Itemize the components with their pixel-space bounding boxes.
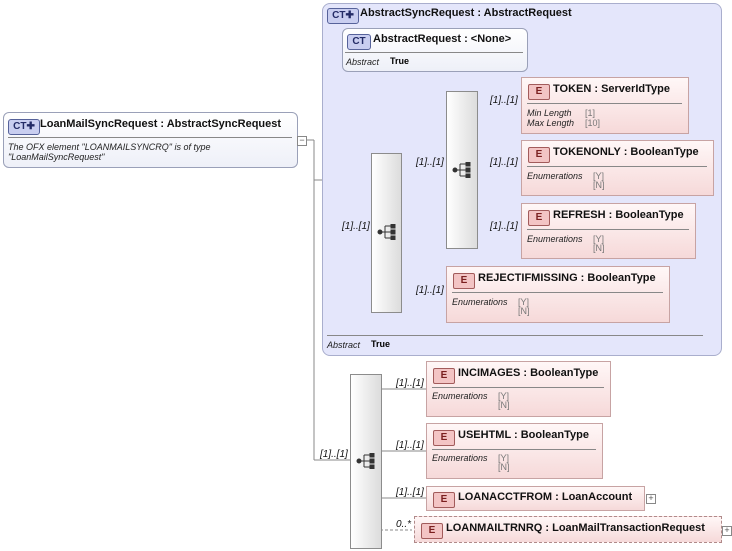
enumerations-label: Enumerations <box>452 297 508 307</box>
refresh-title: REFRESH : BooleanType <box>553 209 684 221</box>
enumerations-label: Enumerations <box>527 171 583 181</box>
max-length-value: [10] <box>585 118 601 128</box>
enum-value-y: [Y] <box>593 171 605 181</box>
usehtml-cardinality: [1]..[1] <box>396 440 424 451</box>
enum-value-n: [N] <box>498 400 510 410</box>
refresh-cardinality: [1]..[1] <box>490 221 518 232</box>
sequence-icon <box>356 453 375 469</box>
enum-value-y: [Y] <box>498 391 510 401</box>
loanmailtrnrq-element[interactable]: E LOANMAILTRNRQ : LoanMailTransactionReq… <box>414 516 722 543</box>
enumerations-label: Enumerations <box>527 234 583 244</box>
divider <box>527 166 707 167</box>
token-title: TOKEN : ServerIdType <box>553 83 670 95</box>
element-icon: E <box>453 273 475 289</box>
element-icon: E <box>433 368 455 384</box>
element-icon: E <box>528 84 550 100</box>
enum-value-y: [Y] <box>593 234 605 244</box>
element-icon: E <box>528 210 550 226</box>
loanmailtrnrq-cardinality: 0..* <box>396 519 412 530</box>
token-cardinality: [1]..[1] <box>490 95 518 106</box>
rejectifmissing-title: REJECTIFMISSING : BooleanType <box>478 272 656 284</box>
rejectifmissing-cardinality: [1]..[1] <box>416 285 444 296</box>
expand-toggle[interactable]: + <box>646 494 656 504</box>
element-icon: E <box>433 492 455 508</box>
divider <box>327 335 703 336</box>
complex-type-icon: CT <box>347 34 371 50</box>
min-length-label: Min Length <box>527 108 572 118</box>
tokenonly-title: TOKENONLY : BooleanType <box>553 146 699 158</box>
abstract-value: True <box>371 339 391 349</box>
abstract-value: True <box>390 56 410 66</box>
root-doc-line-2: "LoanMailSyncRequest" <box>8 152 105 162</box>
loanacctfrom-title: LOANACCTFROM : LoanAccount <box>458 491 633 503</box>
root-title: LoanMailSyncRequest : AbstractSyncReques… <box>40 118 282 130</box>
sequence-icon <box>377 224 396 240</box>
tokenonly-cardinality: [1]..[1] <box>490 157 518 168</box>
collapse-toggle[interactable]: − <box>297 136 307 146</box>
enum-value-n: [N] <box>593 243 605 253</box>
sequence-compositor[interactable] <box>350 374 382 549</box>
root-doc-line-1: The OFX element "LOANMAILSYNCRQ" is of t… <box>8 142 211 152</box>
sequence-compositor[interactable] <box>371 153 402 313</box>
usehtml-element[interactable]: E USEHTML : BooleanType Enumerations [Y]… <box>426 423 603 479</box>
element-icon: E <box>421 523 443 539</box>
abstract-request-title: AbstractRequest : <None> <box>373 33 512 45</box>
inner-seq-cardinality: [1]..[1] <box>416 157 444 168</box>
divider <box>527 229 689 230</box>
enumerations-label: Enumerations <box>432 453 488 463</box>
enum-value-n: [N] <box>498 462 510 472</box>
divider <box>432 449 596 450</box>
divider <box>432 387 604 388</box>
divider <box>452 292 663 293</box>
abstract-request-type[interactable]: CT AbstractRequest : <None> Abstract Tru… <box>342 28 528 72</box>
min-length-value: [1] <box>585 108 596 118</box>
loanacctfrom-element[interactable]: E LOANACCTFROM : LoanAccount <box>426 486 645 511</box>
root-complex-type[interactable]: CT✚ LoanMailSyncRequest : AbstractSyncRe… <box>3 112 298 168</box>
incimages-cardinality: [1]..[1] <box>396 378 424 389</box>
expand-toggle[interactable]: + <box>722 526 732 536</box>
main-seq-cardinality: [1]..[1] <box>320 449 348 460</box>
enumerations-label: Enumerations <box>432 391 488 401</box>
enum-value-n: [N] <box>593 180 605 190</box>
divider <box>8 137 292 138</box>
element-icon: E <box>528 147 550 163</box>
outer-seq-cardinality: [1]..[1] <box>342 221 370 232</box>
sequence-icon <box>452 162 471 178</box>
incimages-element[interactable]: E INCIMAGES : BooleanType Enumerations [… <box>426 361 611 417</box>
loanacctfrom-cardinality: [1]..[1] <box>396 487 424 498</box>
enum-value-y: [Y] <box>498 453 510 463</box>
usehtml-title: USEHTML : BooleanType <box>458 429 589 441</box>
loanmailtrnrq-title: LOANMAILTRNRQ : LoanMailTransactionReque… <box>446 522 705 534</box>
enum-value-n: [N] <box>518 306 530 316</box>
incimages-title: INCIMAGES : BooleanType <box>458 367 599 379</box>
enum-value-y: [Y] <box>518 297 530 307</box>
element-icon: E <box>433 430 455 446</box>
complex-type-icon: CT✚ <box>327 8 359 24</box>
max-length-label: Max Length <box>527 118 575 128</box>
refresh-element[interactable]: E REFRESH : BooleanType Enumerations [Y]… <box>521 203 696 259</box>
sequence-compositor[interactable] <box>446 91 478 249</box>
divider <box>345 52 523 53</box>
abstract-sync-title: AbstractSyncRequest : AbstractRequest <box>360 7 572 19</box>
complex-type-icon: CT✚ <box>8 119 40 135</box>
abstract-label: Abstract <box>327 340 361 350</box>
abstract-label: Abstract <box>346 57 380 67</box>
tokenonly-element[interactable]: E TOKENONLY : BooleanType Enumerations [… <box>521 140 714 196</box>
divider <box>527 103 682 104</box>
rejectifmissing-element[interactable]: E REJECTIFMISSING : BooleanType Enumerat… <box>446 266 670 323</box>
token-element[interactable]: E TOKEN : ServerIdType Min Length [1] Ma… <box>521 77 689 134</box>
